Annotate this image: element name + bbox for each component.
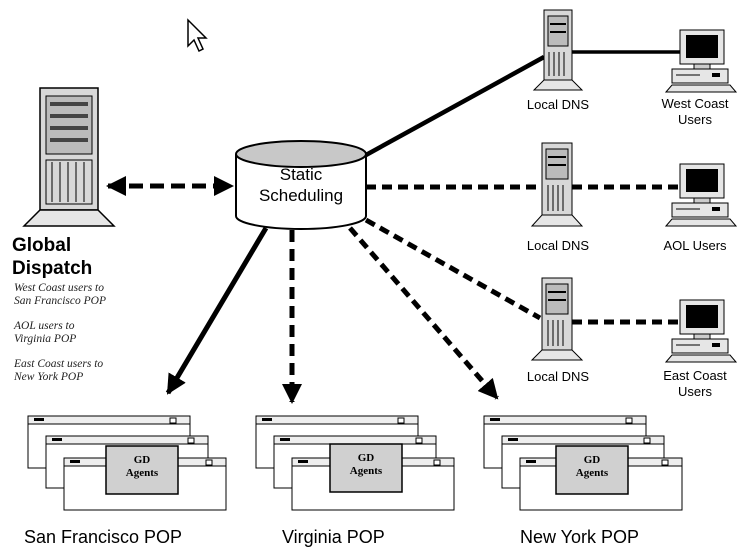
scheduling-database-icon (235, 140, 367, 230)
west-coast-users-line-1: West Coast (661, 96, 729, 111)
virginia-pop-label: Virginia POP (282, 527, 385, 547)
dns-server-icon-1 (532, 9, 584, 91)
sf-gd-agents-label: GD Agents (106, 454, 178, 480)
dispatch-note-1: West Coast users to San Francisco POP (14, 282, 106, 308)
dispatch-note-1-line-1: West Coast users to (14, 282, 104, 294)
dns-label-1: Local DNS (526, 97, 590, 112)
scheduler-line-1: Static (279, 165, 323, 184)
east-coast-users-computer-icon (664, 299, 738, 363)
dispatch-note-1-line-2: San Francisco POP (14, 295, 106, 307)
east-coast-users-line-1: East Coast (663, 368, 727, 383)
sf-pop-label: San Francisco POP (24, 527, 183, 547)
aol-users-computer-icon (664, 163, 738, 227)
east-coast-users-line-2: Users (678, 384, 712, 399)
global-dispatch-title: Global Dispatch (12, 234, 92, 280)
aol-users-line-1: AOL Users (663, 238, 727, 253)
connectors (106, 50, 680, 404)
aol-users-label: AOL Users (647, 238, 743, 254)
dns-label-2: Local DNS (526, 238, 590, 253)
ny-gd-agents-label: GD Agents (556, 454, 628, 480)
va-agent-line-1: GD (357, 452, 375, 464)
arrow-to-ny-pop (348, 226, 499, 400)
dispatch-note-3: East Coast users to New York POP (14, 358, 103, 384)
va-gd-agents-label: GD Agents (330, 452, 402, 478)
west-coast-users-computer-icon (664, 29, 738, 93)
arrow-to-sf-pop (165, 226, 269, 395)
ny-agent-line-2: Agents (575, 467, 609, 479)
dns-server-icon-2 (530, 142, 584, 227)
dispatch-note-3-line-2: New York POP (14, 371, 84, 383)
dispatch-title-line-1: Global (12, 235, 72, 256)
sf-agent-line-2: Agents (125, 467, 159, 479)
dns-label-3: Local DNS (526, 369, 590, 384)
ny-pop-windows-icon (483, 415, 683, 511)
ny-agent-line-1: GD (583, 454, 601, 466)
dispatch-title-line-2: Dispatch (12, 258, 93, 279)
sf-pop-windows-icon (27, 415, 227, 511)
link-scheduler-dns-west (364, 55, 546, 157)
mouse-cursor-icon (187, 18, 208, 53)
west-coast-users-label: West Coast Users (647, 96, 743, 128)
global-dispatch-server-icon (22, 87, 116, 227)
dispatch-note-2: AOL users to Virginia POP (14, 320, 76, 346)
sf-agent-line-1: GD (133, 454, 151, 466)
scheduler-line-2: Scheduling (258, 186, 344, 205)
east-coast-users-label: East Coast Users (647, 368, 743, 400)
virginia-pop-windows-icon (255, 415, 455, 511)
dispatch-note-3-line-1: East Coast users to (14, 358, 104, 370)
west-coast-users-line-2: Users (678, 112, 712, 127)
dispatch-note-2-line-1: AOL users to (14, 320, 75, 332)
va-agent-line-2: Agents (349, 465, 383, 477)
link-scheduler-dns-east (364, 217, 542, 321)
ny-pop-label: New York POP (520, 527, 640, 547)
dns-server-icon-3 (530, 277, 584, 361)
static-scheduling-label: Static Scheduling (236, 164, 366, 206)
dispatch-note-2-line-2: Virginia POP (14, 333, 77, 345)
